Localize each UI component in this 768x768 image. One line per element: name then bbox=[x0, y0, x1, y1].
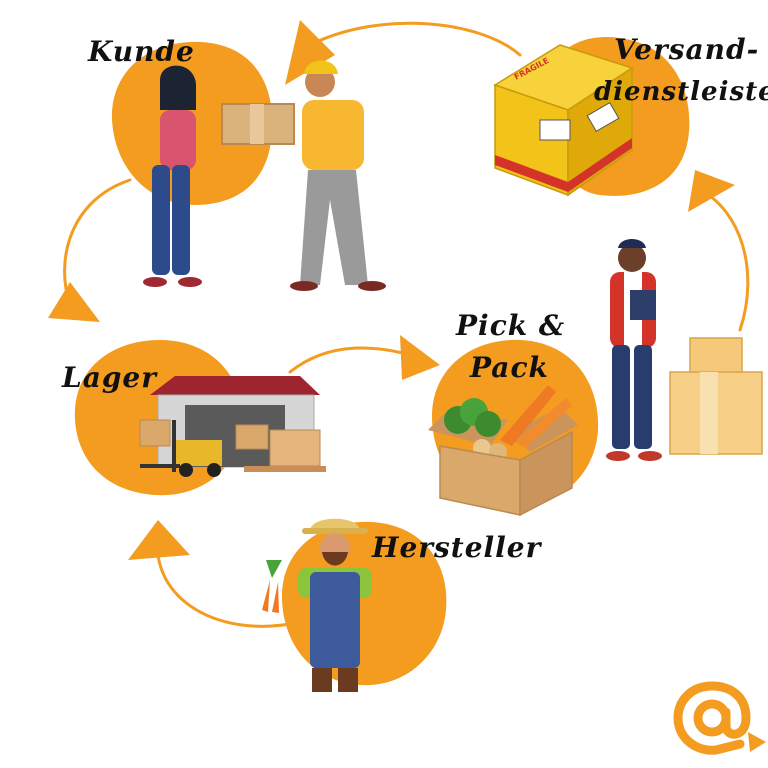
arrow-versand-to-kunde bbox=[308, 21, 522, 57]
arrow-kunde-to-lager bbox=[63, 178, 132, 307]
arrow-hersteller-to-lager bbox=[155, 533, 302, 628]
customer-handover-illustration bbox=[143, 60, 386, 291]
farmer-illustration bbox=[262, 518, 372, 692]
arrowhead-hersteller bbox=[128, 520, 190, 560]
arrowhead-lager bbox=[48, 282, 100, 322]
stacked-boxes-icon bbox=[669, 337, 763, 455]
label-versand-line1: Versand- bbox=[614, 33, 760, 66]
label-pick-pack-line2: Pack bbox=[470, 351, 549, 384]
label-lager: Lager bbox=[62, 361, 157, 394]
label-kunde: Kunde bbox=[88, 35, 195, 68]
arrowhead-versand bbox=[688, 170, 735, 212]
arrowhead-pick bbox=[400, 335, 440, 380]
warehouse-forklift-icon bbox=[139, 376, 326, 477]
at-sign-logo bbox=[673, 681, 751, 755]
arrowhead-kunde bbox=[285, 20, 335, 85]
arrow-lager-to-pick bbox=[288, 346, 422, 374]
arrow-worker-to-versand bbox=[698, 188, 750, 332]
label-versand-line2: dienstleister bbox=[594, 77, 768, 107]
at-sign-arrowhead bbox=[748, 732, 766, 752]
cycle-arrows bbox=[63, 21, 750, 628]
label-hersteller: Hersteller bbox=[372, 531, 542, 564]
vegetable-box-icon bbox=[428, 385, 578, 517]
shipping-box-icon bbox=[493, 44, 634, 197]
delivery-worker-illustration bbox=[606, 239, 662, 461]
arrow-heads bbox=[48, 20, 735, 560]
label-pick-pack-line1: Pick & bbox=[456, 309, 566, 342]
